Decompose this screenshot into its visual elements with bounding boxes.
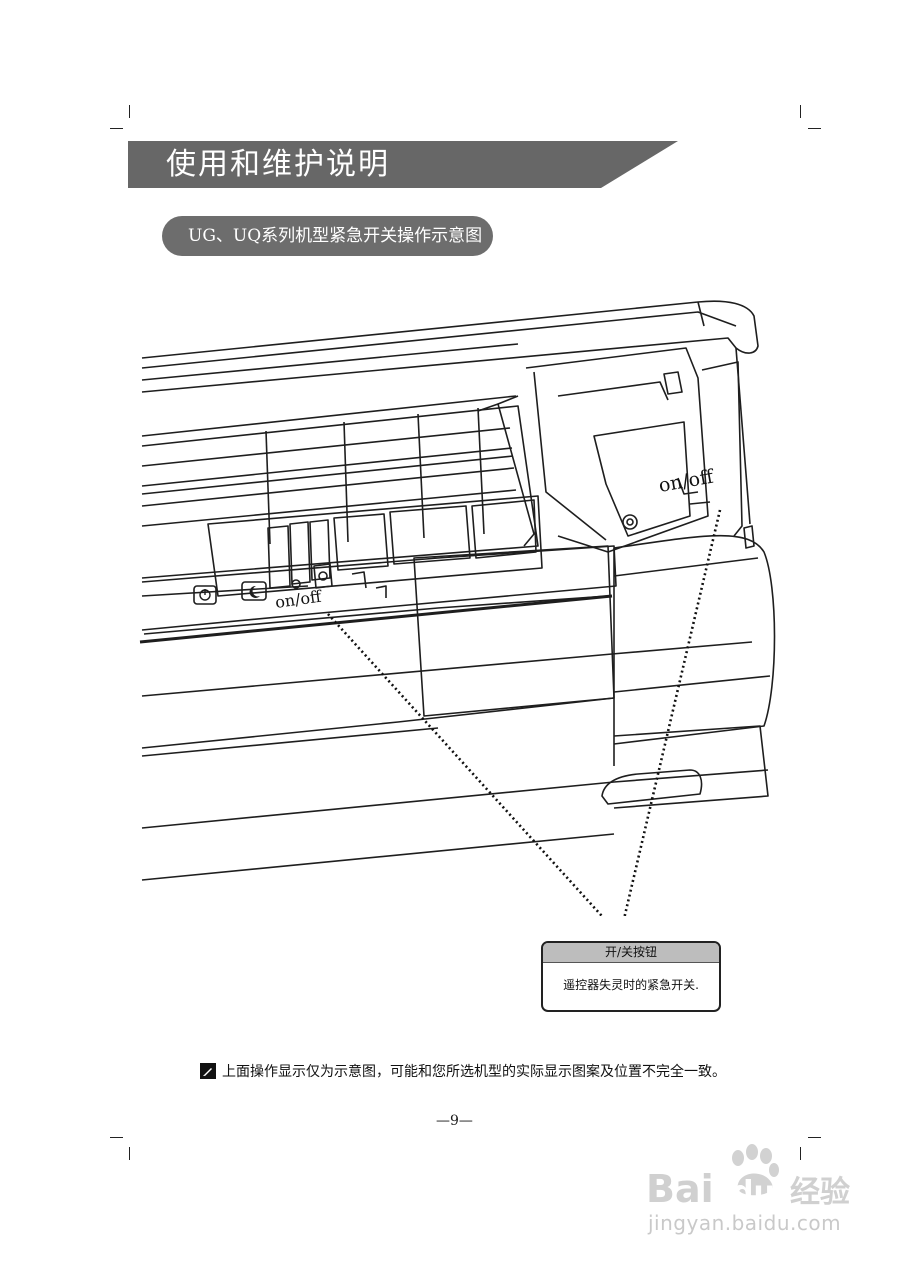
svg-text:du: du [732,1175,775,1210]
crop-mark [808,1137,821,1138]
power-icon [199,589,211,601]
crop-mark [110,128,123,129]
crop-mark [129,105,130,118]
section-banner [128,141,678,188]
page-number: —9— [436,1113,473,1129]
watermark-url: jingyan.baidu.com [648,1211,842,1235]
section-title: 使用和维护说明 [166,147,390,182]
crop-mark [808,128,821,129]
crop-mark [129,1147,130,1160]
svg-text:经验: 经验 [790,1175,850,1210]
pencil-icon [200,1063,216,1079]
svg-text:Bai: Bai [646,1167,714,1211]
callout-title: 开/关按钮 [543,943,719,963]
leader-line [623,509,722,916]
note-text: 上面操作显示仅为示意图，可能和您所选机型的实际显示图案及位置不完全一致。 [222,1064,726,1080]
leader-line [327,613,604,916]
subtitle: UG、UQ系列机型紧急开关操作示意图 [188,226,483,246]
crop-mark [110,1137,123,1138]
callout-body: 遥控器失灵时的紧急开关. [563,978,699,992]
moon-icon [249,585,260,598]
note: 上面操作显示仅为示意图，可能和您所选机型的实际显示图案及位置不完全一致。 [200,1061,726,1081]
board-onoff-label: on/off [657,465,716,496]
subtitle-pill [162,216,493,256]
baidu-logo: Bai du 经验 [646,1144,850,1211]
crop-mark [800,105,801,118]
callout-box: 开/关按钮 遥控器失灵时的紧急开关. [541,941,721,1012]
crop-mark [800,1147,801,1160]
ac-unit-illustration: on/off on/off [139,300,776,916]
